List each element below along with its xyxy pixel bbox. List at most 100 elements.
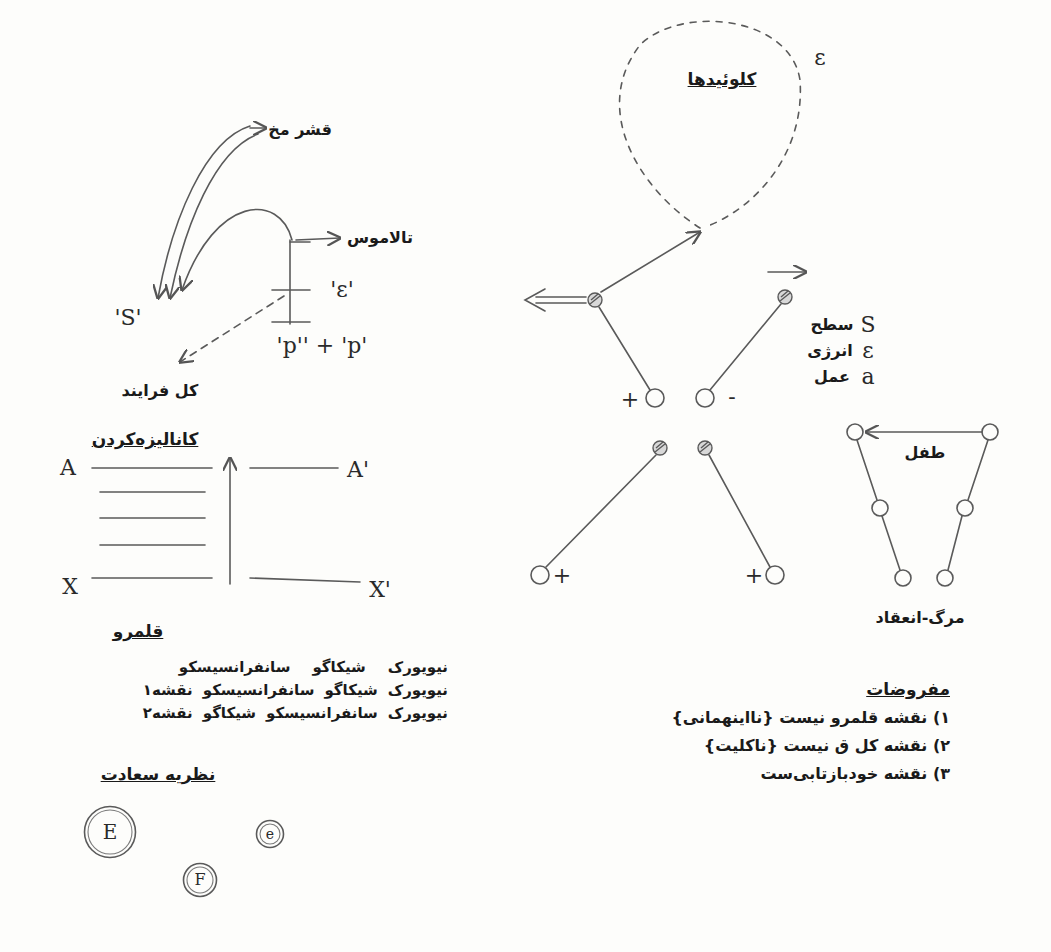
table-cell: نقشه۱ — [143, 681, 193, 700]
section-heading: قلمرو — [113, 621, 164, 642]
colloid-circle — [766, 566, 784, 584]
child-line — [948, 516, 962, 570]
hatch — [700, 442, 710, 452]
bar-tick — [290, 241, 310, 243]
text-label: ۱) نقشه قلمرو نیست {نااینهمانی} — [671, 708, 950, 728]
colloid-circle — [646, 389, 664, 407]
section-heading: کانالیزه‌کردن — [92, 429, 199, 450]
table-cell: سانفرانسیسکو — [266, 704, 378, 723]
channel-line — [250, 467, 338, 469]
channel-arrow — [229, 458, 231, 584]
symbol-label: ε — [814, 44, 825, 72]
colloid-circle — [531, 566, 549, 584]
outer-ring — [257, 821, 284, 848]
table-cell: نیویورک — [388, 681, 448, 700]
double-arrow — [536, 302, 586, 304]
text-label: طفل — [905, 443, 946, 463]
hatch — [655, 442, 665, 452]
child-circle — [847, 424, 863, 440]
symbol-label: a — [861, 363, 874, 391]
leader-arrow — [296, 238, 340, 240]
text-label: مرگ-انعقاد — [875, 608, 964, 628]
dashed-arrow — [180, 296, 284, 362]
text-label: کل فرایند — [122, 381, 199, 401]
symbol-label: X' — [369, 576, 391, 604]
channel-line — [100, 491, 205, 493]
table-cell: نقشه۲ — [143, 704, 193, 723]
circle-node: E — [83, 805, 137, 859]
symbol-label: - — [728, 383, 735, 411]
bar-tick — [272, 321, 310, 323]
dashed-loop — [620, 21, 801, 228]
circle-letter: e — [266, 827, 274, 841]
text-label: انرژی — [807, 341, 852, 361]
colloid-line — [709, 455, 770, 567]
symbol-label: + — [553, 562, 571, 590]
hatched-circle — [653, 441, 667, 455]
channel-line — [92, 577, 212, 579]
table-cell: نیویورک — [388, 704, 448, 723]
text-label: تالاموس — [347, 228, 413, 248]
symbol-label: ε — [862, 337, 873, 365]
channel-line — [100, 544, 205, 546]
circle-node: F — [182, 862, 218, 898]
child-line — [968, 440, 988, 500]
outer-ring — [184, 864, 217, 897]
table-cell: سانفرانسیسکو — [179, 658, 291, 677]
double-arrow — [536, 296, 586, 298]
symbol-label: A' — [347, 456, 369, 484]
pencil-lines — [92, 21, 998, 586]
table-cell: شیکاگو — [203, 704, 256, 723]
colloid-arrow — [601, 232, 700, 292]
channel-line — [100, 517, 205, 519]
symbol-label: 'S' — [114, 304, 141, 332]
section-heading: نظریه سعادت — [101, 764, 216, 785]
inner-ring — [187, 867, 213, 893]
child-circle — [937, 570, 953, 586]
inner-ring — [88, 810, 132, 854]
hatch — [780, 291, 790, 301]
hatched-circle — [588, 293, 602, 307]
child-circle — [957, 500, 973, 516]
child-line — [857, 440, 877, 500]
section-heading: کلوئیدها — [688, 69, 757, 90]
hatch — [590, 294, 600, 304]
channel-line — [92, 467, 212, 469]
bar-tick — [272, 289, 310, 291]
section-heading: مفروضات — [866, 679, 950, 700]
hatched-circle — [698, 441, 712, 455]
text-label: قشر مخ — [268, 120, 332, 140]
hatched-circles — [588, 290, 792, 455]
text-label: عمل — [814, 367, 850, 387]
text-label: ۳) نقشه خودبازتابی‌ست — [760, 764, 950, 784]
colloid-line — [546, 455, 656, 567]
leader-arrow — [250, 127, 266, 129]
hatched-circle — [778, 290, 792, 304]
circle-node: e — [255, 819, 285, 849]
colloid-circle — [696, 389, 714, 407]
circle-letter: F — [194, 872, 205, 888]
text-label: ۲) نقشه کل ق نیست {ناکلیت} — [704, 736, 950, 756]
symbol-label: X — [62, 573, 78, 601]
colloid-arrow — [768, 271, 806, 273]
child-circle — [895, 570, 911, 586]
circle-letter: E — [103, 822, 118, 842]
table-cell: سانفرانسیسکو — [203, 681, 315, 700]
child-arrow — [866, 431, 982, 433]
symbol-label: + — [621, 386, 639, 414]
bar — [289, 240, 291, 324]
child-circle — [982, 424, 998, 440]
text-label: سطح — [811, 315, 854, 335]
outer-ring — [85, 807, 136, 858]
table-cell: شیکاگو — [312, 658, 365, 677]
table-cell: نیویورک — [388, 658, 448, 677]
cortex-path — [158, 126, 250, 298]
symbol-label: + — [745, 562, 763, 590]
table-cell: شیکاگو — [324, 681, 377, 700]
cortex-path — [170, 134, 258, 298]
child-line — [882, 516, 900, 570]
double-arrow — [525, 289, 545, 311]
inner-ring — [260, 824, 280, 844]
